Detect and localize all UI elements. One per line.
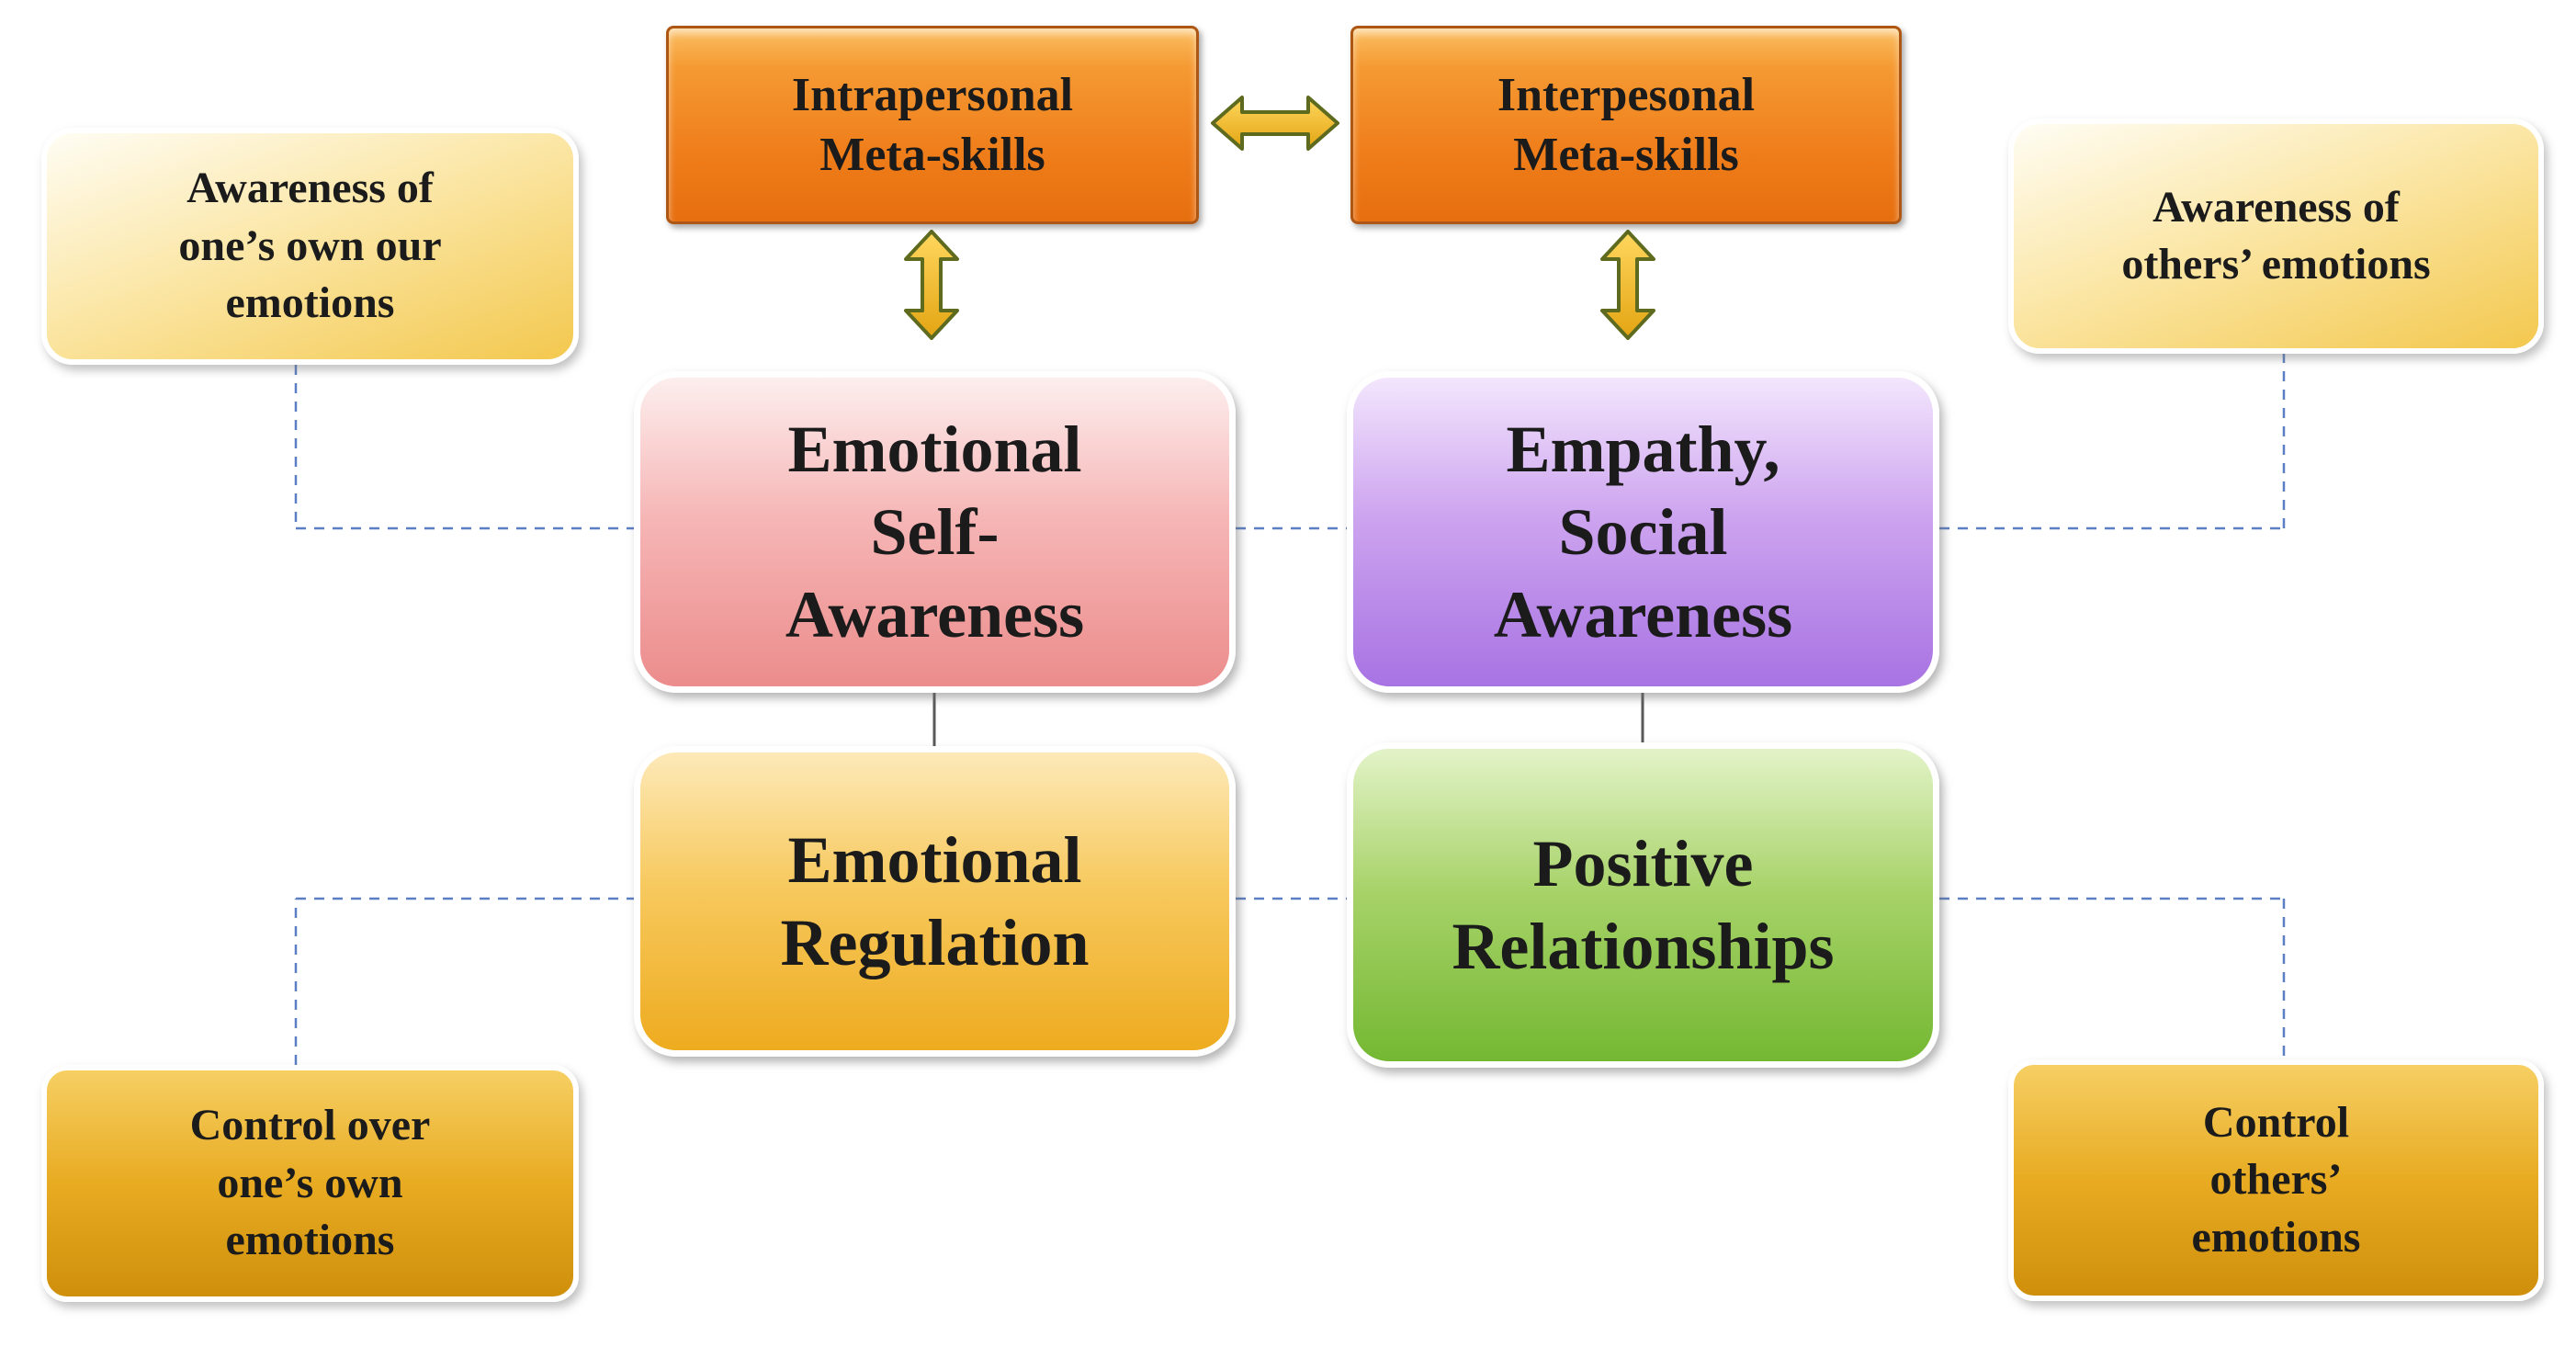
node-label: Control over one’s own emotions bbox=[189, 1101, 431, 1265]
node-label: Intrapersonal Meta-skills bbox=[791, 69, 1074, 181]
node-interpersonal-meta-skills: Interpesonal Meta-skills bbox=[1350, 26, 1902, 224]
node-control-others-emotions: Control others’ emotions bbox=[2008, 1059, 2544, 1301]
double-arrow-vertical-left-icon bbox=[904, 230, 959, 340]
node-label: Awareness of others’ emotions bbox=[2121, 182, 2431, 289]
node-awareness-own-emotions: Awareness of one’s own our emotions bbox=[41, 128, 579, 365]
node-label: Interpesonal Meta-skills bbox=[1497, 69, 1756, 181]
node-label: Awareness of one’s own our emotions bbox=[178, 164, 442, 328]
node-empathy-social-awareness: Empathy, Social Awareness bbox=[1347, 371, 1939, 693]
node-label: Emotional Self- Awareness bbox=[785, 413, 1085, 651]
node-emotional-regulation: Emotional Regulation bbox=[634, 746, 1236, 1057]
double-arrow-horizontal-icon bbox=[1211, 96, 1339, 151]
node-positive-relationships: Positive Relationships bbox=[1347, 742, 1939, 1068]
node-awareness-others-emotions: Awareness of others’ emotions bbox=[2008, 119, 2544, 354]
node-intrapersonal-meta-skills: Intrapersonal Meta-skills bbox=[666, 26, 1199, 224]
node-label: Empathy, Social Awareness bbox=[1493, 413, 1793, 651]
node-control-own-emotions: Control over one’s own emotions bbox=[41, 1065, 579, 1302]
node-label: Emotional Regulation bbox=[780, 823, 1090, 979]
double-arrow-vertical-right-icon bbox=[1600, 230, 1655, 340]
node-label: Control others’ emotions bbox=[2191, 1097, 2361, 1262]
node-label: Positive Relationships bbox=[1452, 827, 1835, 983]
node-emotional-self-awareness: Emotional Self- Awareness bbox=[634, 371, 1236, 693]
